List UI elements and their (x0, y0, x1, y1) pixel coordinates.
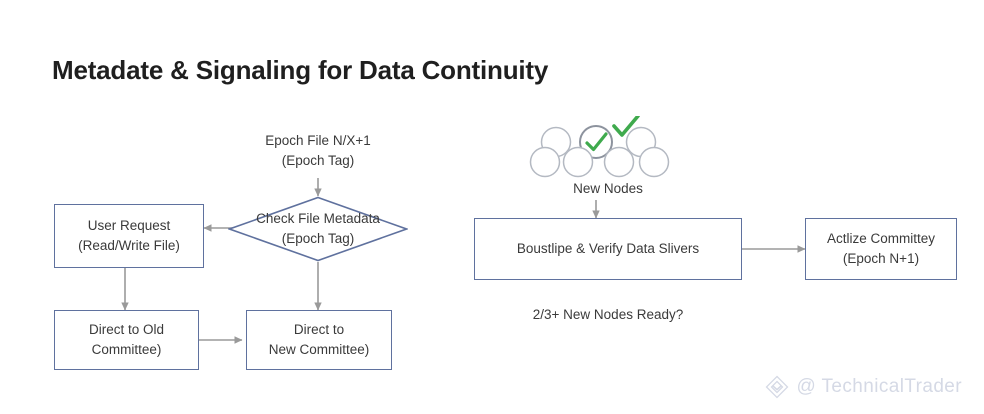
page-title: Metadate & Signaling for Data Continuity (52, 55, 549, 85)
new-nodes-cluster (528, 116, 688, 178)
box-bootstrap-verify-data-slivers[interactable]: Boustlipe & Verify Data Slivers (474, 218, 742, 280)
new-nodes-label: New Nodes (573, 181, 643, 196)
box-direct-to-new-committee[interactable]: Direct to New Committee) (246, 310, 392, 370)
epoch-file-label: Epoch File N/X+1 (Epoch Tag) (265, 133, 371, 168)
quorum-note: 2/3+ New Nodes Ready? (532, 307, 684, 322)
diamond-logo-icon (765, 375, 788, 399)
watermark-text: @ TechnicalTrader (796, 376, 962, 397)
box-direct-to-old-committee[interactable]: Direct to Old Committee) (54, 310, 199, 370)
nodes-circles (529, 116, 670, 178)
box-user-request[interactable]: User Request (Read/Write File) (54, 204, 204, 268)
diamond-shape (228, 196, 408, 262)
decision-label: Check File Metadata (Epoch Tag) (256, 211, 380, 246)
watermark: @ TechnicalTrader (764, 374, 963, 400)
box-activate-committee[interactable]: Actlize Committey (Epoch N+1) (805, 218, 957, 280)
decision-check-file-metadata[interactable]: Check File Metadata (Epoch Tag) (228, 196, 408, 262)
